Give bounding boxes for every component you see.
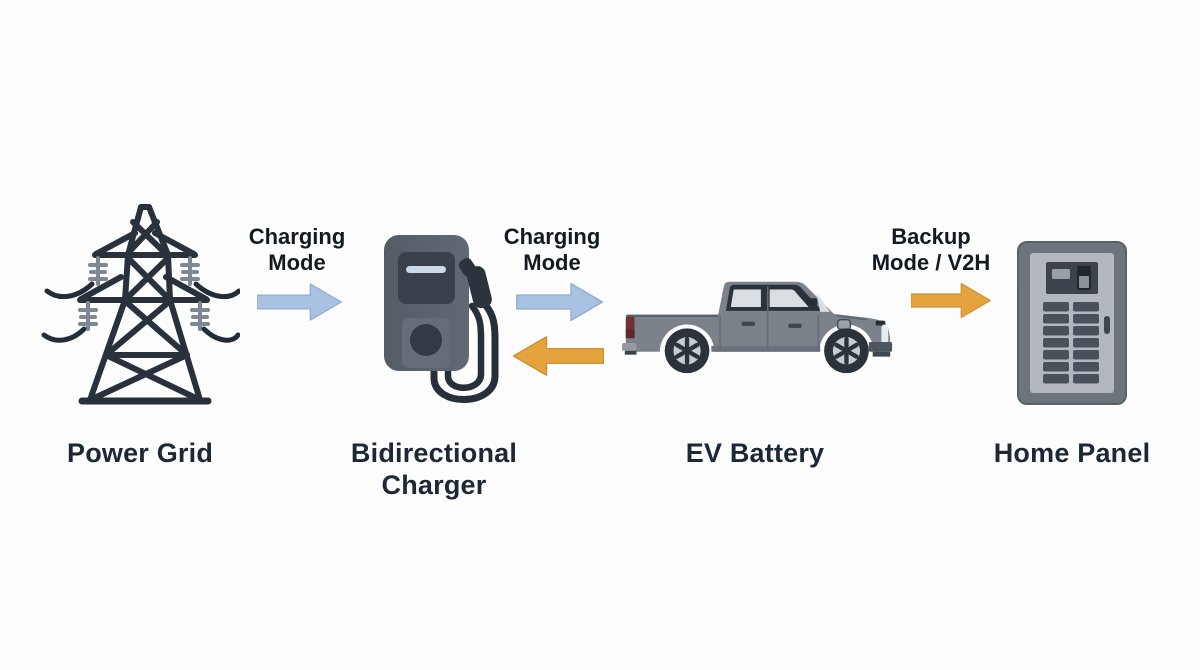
panel-breakers xyxy=(1043,302,1099,384)
flow-label-ev-to-home: Backup Mode / V2H xyxy=(851,224,1011,276)
node-label-bidirectional-charger: Bidirectional Charger xyxy=(314,437,554,501)
flow-label-charger-to-ev: Charging Mode xyxy=(482,224,622,276)
truck-panel-seams xyxy=(626,286,867,351)
truck-door-handle xyxy=(741,321,756,326)
node-label-home-panel: Home Panel xyxy=(952,437,1192,469)
charger-port xyxy=(410,324,442,356)
charging-arrow-charger-to-ev xyxy=(516,282,604,322)
transmission-tower-icon xyxy=(41,204,240,405)
truck-taillight-lower xyxy=(625,329,635,339)
power-lines xyxy=(41,281,240,343)
truck-charge-port xyxy=(836,318,852,331)
breaker-panel-icon xyxy=(1017,241,1127,405)
truck-front-wheel xyxy=(824,328,869,374)
label-line: Home Panel xyxy=(993,438,1151,468)
node-label-power-grid: Power Grid xyxy=(20,437,260,469)
label-line: Backup xyxy=(891,224,971,249)
label-line: Mode xyxy=(268,250,326,275)
truck-rocker xyxy=(711,345,821,352)
label-line: Mode xyxy=(523,250,581,275)
label-line: Power Grid xyxy=(66,438,214,468)
label-line: EV Battery xyxy=(685,438,825,468)
charger-cable xyxy=(430,296,499,403)
truck-headlight xyxy=(881,324,889,346)
truck-body xyxy=(625,281,891,352)
flow-label-grid-to-charger: Charging Mode xyxy=(227,224,367,276)
truck-door-handle xyxy=(788,323,802,328)
truck-hitch xyxy=(624,350,637,355)
label-line: Bidirectional xyxy=(350,438,518,468)
label-line: Charger xyxy=(381,470,487,500)
ev-charger-icon xyxy=(384,235,499,403)
truck-rear-window xyxy=(730,289,761,308)
truck-rear-wheel xyxy=(664,328,710,374)
truck-windshield xyxy=(816,292,830,312)
backup-arrow-ev-to-home xyxy=(911,282,991,319)
panel-handle xyxy=(1104,316,1110,334)
discharge-arrow-ev-to-charger xyxy=(512,336,605,376)
truck-rear-step xyxy=(621,343,637,351)
pickup-truck-icon xyxy=(621,281,893,374)
truck-front-bumper xyxy=(868,342,893,352)
charger-screen xyxy=(398,252,455,304)
label-line: Mode / V2H xyxy=(871,250,991,275)
node-label-ev-battery: EV Battery xyxy=(635,437,875,469)
truck-front-lip xyxy=(872,351,891,357)
panel-meter-unit xyxy=(1046,262,1098,294)
charging-arrow-grid-to-charger xyxy=(257,283,342,321)
label-line: Charging xyxy=(503,224,601,249)
label-line: Charging xyxy=(248,224,346,249)
insulators xyxy=(78,256,210,331)
charger-connector xyxy=(458,257,492,309)
truck-front-window xyxy=(769,289,809,308)
charger-display-bar xyxy=(406,266,446,273)
truck-headlight-accent xyxy=(875,320,886,326)
truck-mirror xyxy=(806,298,818,307)
